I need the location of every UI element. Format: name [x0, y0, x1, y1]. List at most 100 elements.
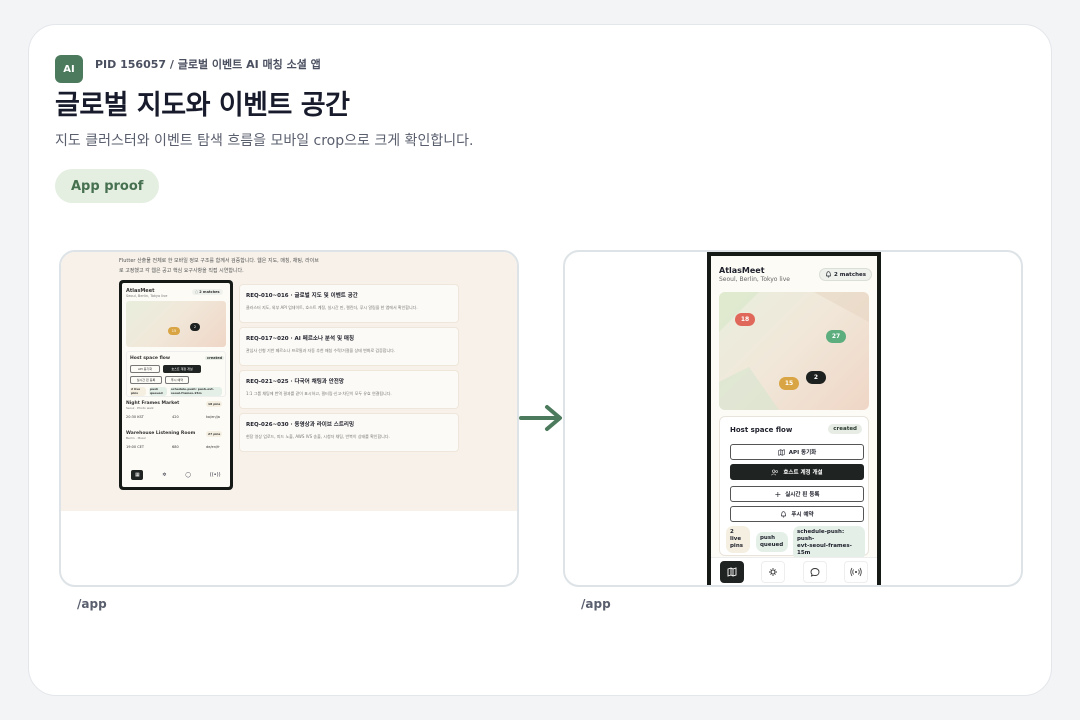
bottom-tabbar: [711, 557, 877, 585]
mini-event-title: Warehouse Listening Room: [126, 431, 196, 436]
page-title: 글로벌 지도와 이벤트 공간: [55, 90, 350, 121]
schedule-push-label: 푸시 예약: [791, 512, 814, 518]
mini-event-sub: Berlin · Music: [126, 436, 147, 440]
bell-icon: [781, 510, 787, 517]
matches-pill[interactable]: 2 matches: [819, 268, 872, 281]
mini-cluster[interactable]: 2: [190, 323, 200, 331]
phone-screen: AtlasMeet Seoul, Berlin, Tokyo live 2 ma…: [711, 256, 877, 585]
sparkle-icon: [769, 567, 778, 576]
mini-push-button[interactable]: 푸시 예약: [165, 376, 189, 384]
tab-map[interactable]: [719, 560, 744, 583]
map-cluster[interactable]: 2: [806, 371, 826, 384]
ai-badge: AI: [55, 55, 83, 83]
bell-icon: [826, 271, 831, 278]
map-cluster[interactable]: 27: [826, 330, 846, 343]
mini-created-badge: created: [205, 356, 225, 360]
left-intro-text: Flutter 산출물 전체로 한 모바일 정보 구조를 함께서 검증합니다. …: [119, 258, 319, 274]
mini-tabbar: ▦ ✲ ◯ ((•)): [122, 465, 230, 485]
tab-live[interactable]: [844, 560, 869, 583]
map-cluster[interactable]: 18: [735, 313, 755, 326]
mini-queued-chip: push queued: [149, 387, 167, 396]
chat-icon[interactable]: ◯: [185, 472, 191, 478]
mini-phone: AtlasMeet Seoul, Berlin, Tokyo live ◌ 2 …: [119, 280, 233, 490]
broadcast-icon[interactable]: ((•)): [209, 472, 221, 478]
left-route-label: /app: [77, 597, 107, 611]
mini-event-count: 680: [172, 445, 179, 449]
mini-api-button[interactable]: API 동기화: [130, 365, 160, 373]
created-badge: created: [828, 424, 862, 434]
open-host-account-button[interactable]: 호스트 계정 개설: [730, 464, 864, 480]
requirement-desc: 현장 영상 업로드, 피드 노출, AWS IVS 송출, 시청자 채팅, 반복…: [246, 434, 390, 439]
mini-event-time: 19:00 CET: [126, 445, 144, 449]
users-icon: [771, 469, 779, 475]
register-live-pin-label: 실시간 핀 등록: [785, 492, 820, 498]
mini-pin-button[interactable]: 실시간 핀 등록: [130, 376, 162, 384]
mini-flow-card: Host space flow created API 동기화 호스트 계정 개…: [126, 351, 226, 397]
mini-event-time: 20:30 KST: [126, 415, 144, 419]
map-icon[interactable]: ▦: [131, 470, 144, 480]
mini-phone-screen: AtlasMeet Seoul, Berlin, Tokyo live ◌ 2 …: [122, 283, 230, 487]
mini-matches: ◌ 2 matches: [192, 289, 223, 295]
sparkle-icon[interactable]: ✲: [162, 472, 167, 478]
mini-schedule-chip: schedule-push: push-evt-seoul-frames-15m: [170, 387, 222, 396]
app-name: AtlasMeet: [719, 266, 765, 275]
requirement-title: REQ-026~030 · 동영상과 라이브 스트리밍: [246, 422, 355, 428]
right-route-label: /app: [581, 597, 611, 611]
app-cities: Seoul, Berlin, Tokyo live: [719, 276, 790, 283]
mini-event-sub: Seoul · Photo walk: [126, 406, 154, 410]
map-cluster[interactable]: 15: [779, 377, 799, 390]
mini-event-row[interactable]: Warehouse Listening Room Berlin · Music …: [126, 431, 226, 459]
chat-icon: [810, 567, 820, 577]
requirement-card: REQ-021~025 · 다국어 채팅과 안전망 1:1 그룹 채팅에 번역 …: [239, 370, 459, 409]
mini-app-name: AtlasMeet: [126, 288, 155, 294]
project-id-line: PID 156057 / 글로벌 이벤트 AI 매칭 소셜 앱: [95, 58, 321, 71]
requirement-desc: 관심사 선형 기반 페르소나 프로필과 자동 추천 매칭 수락/거절을 상태 변…: [246, 348, 396, 353]
api-sync-label: API 동기화: [788, 450, 817, 456]
left-screenshot-panel: Flutter 산출물 전체로 한 모바일 정보 구조를 함께서 검증합니다. …: [59, 250, 519, 587]
mini-event-title: Night Frames Market: [126, 401, 180, 406]
flow-title: Host space flow: [730, 426, 793, 434]
mini-event-row[interactable]: Night Frames Market Seoul · Photo walk 1…: [126, 401, 226, 429]
register-live-pin-button[interactable]: + 실시간 핀 등록: [730, 486, 864, 502]
broadcast-icon: [850, 567, 862, 576]
map-icon: [727, 566, 737, 577]
arrow-right-icon: [519, 405, 562, 431]
left-page-background: Flutter 산출물 전체로 한 모바일 정보 구조를 함께서 검증합니다. …: [61, 252, 517, 511]
page-subtitle: 지도 클러스터와 이벤트 탐색 흐름을 모바일 crop으로 크게 확인합니다.: [55, 133, 474, 149]
requirement-title: REQ-017~020 · AI 페르소나 분석 및 매칭: [246, 336, 355, 342]
requirement-card: REQ-010~016 · 글로벌 지도 및 이벤트 공간 클러스터 지도, 외…: [239, 284, 459, 323]
mini-matches-text: 2 matches: [199, 290, 220, 294]
mini-cluster[interactable]: 15: [168, 327, 180, 335]
schedule-push-button[interactable]: 푸시 예약: [730, 506, 864, 522]
mini-flow-title: Host space flow: [130, 356, 171, 361]
mini-cities: Seoul, Berlin, Tokyo live: [126, 294, 168, 298]
schedule-push-chip: schedule-push: push- evt-seoul-frames- 1…: [793, 526, 865, 560]
mini-event-lang: de/en/fr: [206, 445, 220, 449]
matches-text: 2 matches: [834, 271, 866, 278]
tab-match[interactable]: [761, 560, 786, 583]
right-screenshot-panel: AtlasMeet Seoul, Berlin, Tokyo live 2 ma…: [563, 250, 1023, 587]
requirement-card: REQ-017~020 · AI 페르소나 분석 및 매칭 관심사 선형 기반 …: [239, 327, 459, 366]
showcase-card: AI PID 156057 / 글로벌 이벤트 AI 매칭 소셜 앱 글로벌 지…: [28, 24, 1052, 696]
requirement-title: REQ-010~016 · 글로벌 지도 및 이벤트 공간: [246, 293, 358, 299]
mini-event-pins: 18 pins: [206, 401, 223, 407]
map-terrain: [719, 292, 869, 410]
plus-icon: +: [774, 489, 782, 499]
mini-host-button[interactable]: 호스트 계정 개설: [163, 365, 201, 373]
requirement-desc: 클러스터 지도, 외부 API 업데이트, 호스트 계정, 실시간 핀, 캘린더…: [246, 305, 418, 310]
mini-event-lang: ko/en/ja: [206, 415, 220, 419]
open-host-account-label: 호스트 계정 개설: [783, 470, 823, 476]
api-sync-button[interactable]: API 동기화: [730, 444, 864, 460]
mini-event-count: 420: [172, 415, 179, 419]
tab-chat[interactable]: [802, 560, 827, 583]
phone-frame: AtlasMeet Seoul, Berlin, Tokyo live 2 ma…: [707, 252, 881, 585]
live-pins-chip: 2 live pins: [726, 526, 750, 553]
mini-live-chip: 2 live pins: [130, 387, 146, 396]
push-queued-chip: push queued: [756, 532, 788, 552]
cluster-map[interactable]: 18 27 15 2: [719, 292, 869, 410]
requirement-title: REQ-021~025 · 다국어 채팅과 안전망: [246, 379, 344, 385]
mini-map: 15 2: [126, 301, 226, 347]
requirement-desc: 1:1 그룹 채팅에 번역 결과를 같이 표시하고, 필터링·신고·차단이 모두…: [246, 391, 392, 396]
mini-event-pins: 27 pins: [206, 431, 223, 437]
app-proof-pill[interactable]: App proof: [55, 169, 160, 203]
